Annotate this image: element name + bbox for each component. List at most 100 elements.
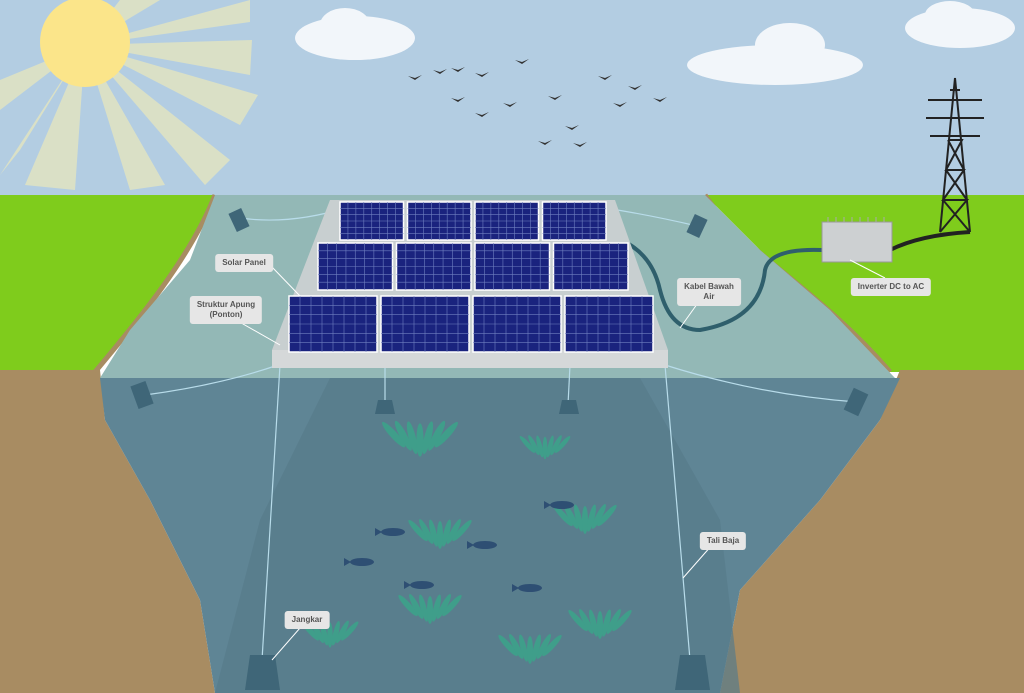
seaweed-blade [419, 594, 428, 622]
bird [433, 69, 447, 74]
seaweed-blade [331, 621, 340, 646]
pontoon [272, 350, 668, 368]
transmission-tower [926, 77, 984, 233]
seaweed-blade [587, 504, 596, 532]
grass-left [0, 195, 215, 372]
anchor-block-left [245, 655, 280, 690]
seaweed-blade [394, 420, 412, 451]
bird [653, 97, 667, 102]
bird [408, 75, 422, 80]
seaweed-blade [612, 609, 632, 632]
seaweed-blade [591, 504, 606, 529]
fish-body [473, 541, 497, 549]
bird [475, 112, 489, 117]
seaweed-blade [498, 634, 518, 657]
bird [515, 59, 529, 64]
label-solar-panel: Solar Panel [215, 254, 273, 272]
sky [0, 0, 1024, 200]
seaweed-blade [419, 519, 434, 544]
seaweed-blade [382, 421, 406, 448]
bird [451, 67, 465, 72]
bird [548, 95, 562, 100]
fish-body [518, 584, 542, 592]
seaweed-blade [398, 594, 418, 617]
seaweed-blade [437, 521, 443, 549]
fish-body [350, 558, 374, 566]
clouds [295, 1, 1015, 85]
seaweed-blade [579, 609, 594, 634]
seaweed-blade [536, 634, 551, 659]
fish-body [381, 528, 405, 536]
bird [475, 72, 489, 77]
seaweed-blade [442, 519, 451, 547]
underwater-cable [604, 233, 823, 333]
seaweed-blade [327, 622, 333, 648]
seaweed-blade [553, 504, 573, 527]
birds [408, 59, 667, 147]
seaweed-blade [422, 421, 434, 454]
seaweed-blade [442, 594, 462, 617]
seaweed-blade [429, 519, 438, 547]
seaweed-blade [341, 621, 359, 641]
steel-ropes [144, 207, 858, 661]
anchors [130, 207, 869, 690]
seaweed-blade [564, 504, 579, 529]
seaweed-blade [409, 594, 424, 619]
seaweed-blade [606, 609, 621, 634]
seaweed-blade [542, 436, 548, 460]
label-underwater-cable: Kabel Bawah Air [677, 278, 741, 306]
power-line [889, 230, 971, 252]
seaweed-blade [432, 594, 441, 622]
seaweed-blade [528, 435, 540, 456]
seaweed-blade [532, 634, 541, 662]
bird [503, 102, 517, 107]
bird [628, 85, 642, 90]
label-steel-rope: Tali Baja [699, 532, 747, 550]
seaweed-blade [554, 435, 571, 453]
bird [565, 125, 579, 130]
bird [613, 102, 627, 107]
seaweed-blade [406, 421, 418, 454]
seaweed-blade [408, 519, 428, 542]
seaweed-blade [597, 504, 617, 527]
bird [598, 75, 612, 80]
fish [344, 501, 574, 592]
seaweed-blade [546, 435, 554, 458]
seaweed-blade [550, 435, 562, 456]
soil-left [0, 370, 215, 693]
seaweed-blade [519, 435, 536, 453]
label-inverter: Inverter DC to AC [850, 278, 932, 296]
label-floating-structure: Struktur Apung (Ponton) [189, 296, 263, 324]
anchor-block-right [675, 655, 710, 690]
seaweed-blade [434, 421, 458, 448]
seaweed-blade [574, 504, 583, 532]
seaweed-blade [602, 609, 611, 637]
fish-body [550, 501, 574, 509]
inverter-box [821, 221, 893, 263]
seaweed-blade [582, 506, 588, 534]
seaweed-blade [542, 634, 562, 657]
seaweed-blade [527, 636, 533, 664]
seaweed-blade [589, 609, 598, 637]
sun [40, 0, 130, 87]
solar-panels [288, 201, 654, 353]
seaweed-blade [519, 634, 528, 662]
seaweed-blade [597, 611, 603, 639]
label-anchor: Jangkar [284, 611, 330, 629]
seaweed-blade [416, 423, 424, 457]
seaweed-blade [436, 594, 451, 619]
seaweed-blade [446, 519, 461, 544]
seaweed-blade [568, 609, 588, 632]
seaweed-blade [509, 634, 524, 659]
bird [538, 140, 552, 145]
bird [573, 142, 587, 147]
fish-body [410, 581, 434, 589]
seaweed-blade [427, 596, 433, 624]
seaweed-blade [428, 420, 446, 451]
seaweed-blade [536, 435, 544, 458]
seaweed-blade [336, 620, 349, 644]
seaweed-blade [452, 519, 472, 542]
soil-right [720, 370, 1024, 693]
